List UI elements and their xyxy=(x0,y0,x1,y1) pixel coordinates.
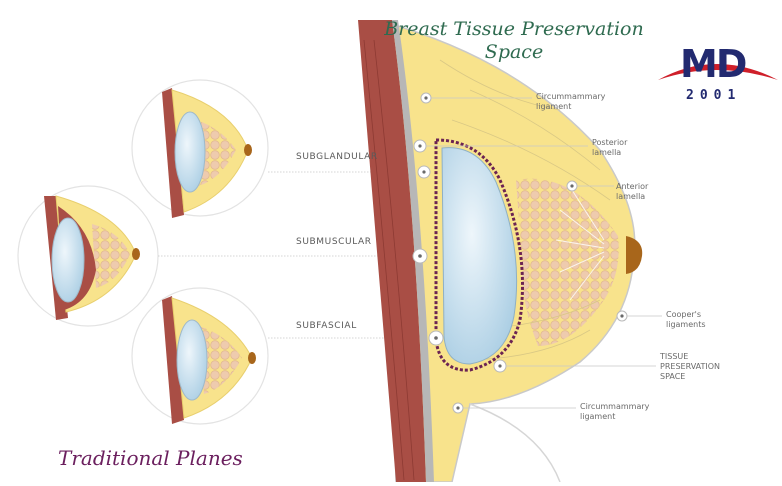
callout-leaders xyxy=(426,97,662,409)
diagram-title: Breast Tissue Preservation Space xyxy=(384,18,644,63)
callout-circummammary-bottom: Circummammary ligament xyxy=(580,402,650,421)
md2001-logo: MD 2001 xyxy=(656,40,780,106)
breast-cross-section xyxy=(358,20,643,483)
logo-year: 2001 xyxy=(686,88,742,103)
callout-coopers-ligaments: Cooper's ligaments xyxy=(666,310,706,329)
label-subglandular: SUBGLANDULAR xyxy=(296,152,378,162)
logo-md-text: MD xyxy=(680,42,747,86)
label-subfascial: SUBFASCIAL xyxy=(296,321,357,331)
label-submuscular: SUBMUSCULAR xyxy=(296,237,372,247)
logo-swoosh xyxy=(658,64,778,80)
subfascial-thumbnail xyxy=(131,287,269,425)
subglandular-thumbnail xyxy=(131,79,269,218)
callout-posterior-lamella: Posterior lamella xyxy=(592,138,628,157)
callout-anterior-lamella: Anterior lamella xyxy=(616,182,649,201)
submuscular-thumbnail xyxy=(17,185,159,327)
traditional-planes-caption: Traditional Planes xyxy=(58,446,243,470)
callout-circummammary-top: Circummammary ligament xyxy=(536,92,606,111)
callout-tissue-preservation-space: TISSUE PRESERVATION SPACE xyxy=(660,352,721,381)
